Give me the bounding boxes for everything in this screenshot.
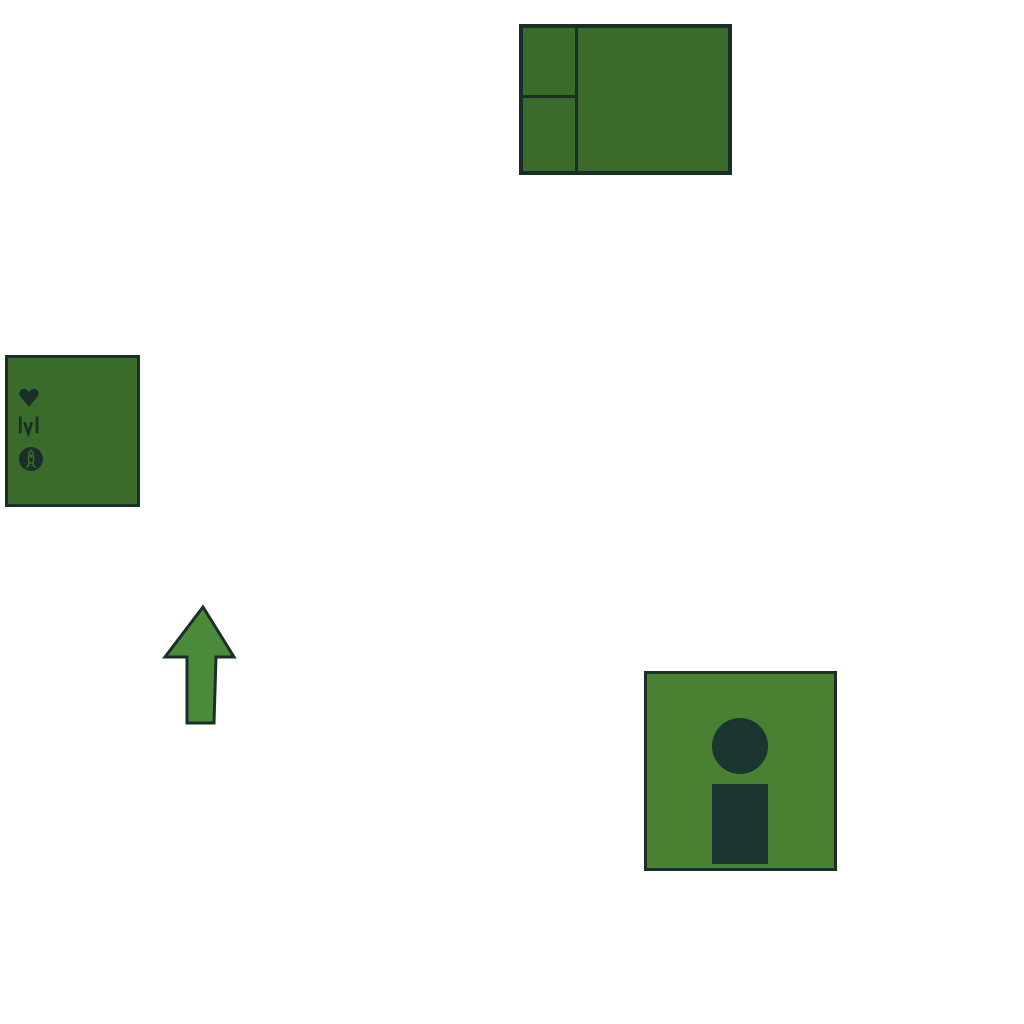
heart-icon [18,385,44,411]
rocket-badge-icon [18,446,44,472]
info-icon-bar [712,784,768,864]
info-icon-dot [712,718,768,774]
up-arrow-button[interactable] [160,602,240,728]
map-pane-bottom-left[interactable] [523,98,578,171]
map-pane-top-left[interactable] [523,28,578,98]
info-button[interactable] [644,671,837,871]
level-icon [18,412,44,438]
map-pane-main[interactable] [578,28,728,171]
up-arrow-icon [161,604,237,725]
map-panel[interactable] [519,24,732,175]
stats-panel [5,355,140,507]
